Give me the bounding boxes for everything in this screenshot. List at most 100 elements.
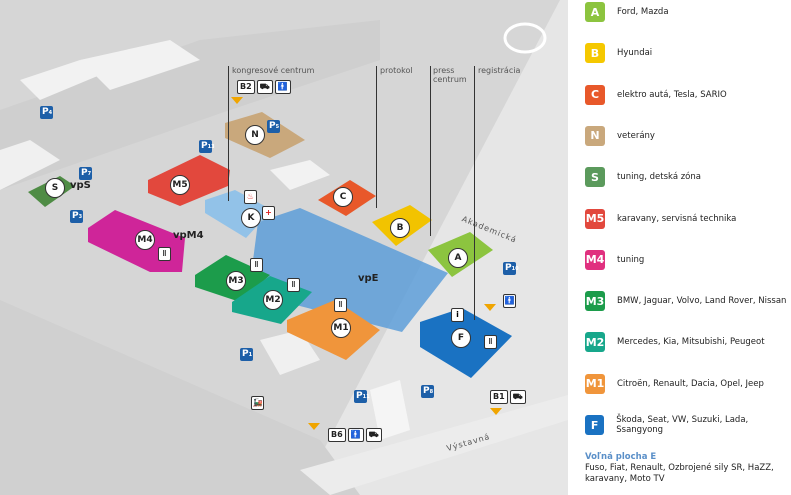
parking-number: 1 — [248, 352, 253, 358]
restaurant-icon: Ⅱ — [334, 298, 347, 312]
toilet-icon: 🚹 — [274, 80, 291, 94]
legend-label: BMW, Jaguar, Volvo, Land Rover, Nissan — [617, 296, 787, 307]
parking-number: 7 — [87, 171, 92, 177]
pointer-line-kongres — [228, 66, 229, 201]
legend-badge: B — [585, 43, 605, 64]
label-press-centrum: press centrum — [433, 66, 467, 84]
entrance-arrow-icon — [490, 408, 502, 415]
legend-label: Ford, Mazda — [617, 7, 669, 17]
hall-marker-C[interactable]: C — [333, 187, 353, 207]
parking-P8[interactable]: P8 — [421, 385, 434, 398]
hall-marker-S[interactable]: S — [45, 178, 65, 198]
hall-marker-K[interactable]: K — [241, 208, 261, 228]
hall-marker-M2[interactable]: M2 — [263, 290, 283, 310]
restaurant-icon: Ⅱ — [158, 247, 171, 261]
parking-P10[interactable]: P10 — [503, 262, 519, 275]
gate-B1[interactable]: B1⛟ — [490, 390, 526, 404]
restaurant-icon: Ⅱ — [250, 258, 263, 272]
area-label-vpE: vpE — [358, 273, 379, 284]
legend-badge: M1 — [585, 373, 605, 394]
parking-P7[interactable]: P7 — [79, 167, 92, 180]
legend-badge: M3 — [585, 291, 605, 312]
restaurant-icon: Ⅱ — [287, 278, 300, 292]
free-area-text: Fuso, Fiat, Renault, Ozbrojené sily SR, … — [585, 463, 774, 484]
first-aid-icon: + — [262, 206, 275, 220]
parking-letter: P — [42, 107, 49, 117]
parking-letter: P — [423, 386, 430, 396]
legend-label: Hyundai — [617, 48, 653, 59]
legend-badge: M2 — [585, 332, 605, 353]
entrance-arrow-icon — [231, 97, 243, 104]
parking-letter: P — [72, 211, 79, 221]
legend-item-M2: M2 Mercedes, Kia, Mitsubishi, Peugeot — [585, 332, 765, 353]
label-kongresove-centrum: kongresové centrum — [232, 66, 315, 75]
hall-N — [225, 112, 305, 158]
legend-label: Škoda, Seat, VW, Suzuki, Lada, Ssangyong — [616, 415, 749, 435]
parking-P11[interactable]: P11 — [354, 390, 370, 403]
parking-number: 8 — [429, 389, 434, 395]
parking-letter: P — [356, 391, 363, 401]
entrance-arrow-icon — [308, 423, 320, 430]
info-icon: i — [451, 308, 464, 322]
free-area-note: Voľná plocha E Fuso, Fiat, Renault, Ozbr… — [585, 452, 785, 485]
train-icon: 🚂 — [251, 396, 264, 410]
pointer-line-protokol — [376, 66, 377, 208]
parking-number: 3 — [78, 214, 83, 220]
car-icon: ⛟ — [365, 428, 382, 442]
car-icon: ⛟ — [256, 80, 273, 94]
hall-marker-A[interactable]: A — [448, 248, 468, 268]
car-icon: ⛟ — [509, 390, 526, 404]
label-registracia: registrácia — [478, 66, 521, 75]
legend-badge: S — [585, 167, 605, 188]
parking-P3[interactable]: P3 — [70, 210, 83, 223]
hall-marker-M3[interactable]: M3 — [226, 271, 246, 291]
legend-label: veterány — [617, 130, 655, 141]
gate-label: B6 — [328, 428, 346, 442]
parking-letter: P — [505, 263, 512, 273]
pointer-line-press — [430, 66, 431, 236]
parking-letter: P — [269, 121, 276, 131]
parking-P5[interactable]: P5 — [267, 120, 280, 133]
parking-number: 13 — [207, 144, 215, 150]
legend-item-B: B Hyundai — [585, 43, 653, 64]
gate-B2[interactable]: B2⛟🚹 — [237, 80, 291, 94]
label-protokol: protokol — [380, 66, 413, 75]
parking-number: 11 — [362, 394, 370, 400]
legend-label: Mercedes, Kia, Mitsubishi, Peugeot — [617, 337, 765, 348]
parking-number: 5 — [275, 124, 280, 130]
legend-label: elektro autá, Tesla, SARIO — [617, 89, 727, 100]
toilet-icon: 🚹 — [503, 294, 516, 308]
pointer-line-registracia — [474, 66, 475, 320]
hall-marker-N[interactable]: N — [245, 125, 265, 145]
area-label-vpS: vpS — [70, 180, 91, 191]
hall-marker-F[interactable]: F — [451, 328, 471, 348]
hall-marker-B[interactable]: B — [390, 218, 410, 238]
legend-badge: C — [585, 84, 605, 105]
gate-B6[interactable]: B6🚹⛟ — [328, 428, 382, 442]
parking-P1[interactable]: P1 — [240, 348, 253, 361]
legend-item-M3: M3 BMW, Jaguar, Volvo, Land Rover, Nissan — [585, 291, 787, 312]
hall-marker-M5[interactable]: M5 — [170, 175, 190, 195]
exhibition-map: N M5 S M4 K C B A M3 M2 M1 F vpS vpM4 vp… — [0, 0, 568, 495]
hall-marker-M4[interactable]: M4 — [135, 230, 155, 250]
fire-icon: ♨ — [244, 190, 257, 204]
parking-P13[interactable]: P13 — [199, 140, 215, 153]
legend-badge: M5 — [585, 208, 605, 229]
parking-P4[interactable]: P4 — [40, 106, 53, 119]
parking-letter: P — [201, 141, 208, 151]
legend-label: tuning — [617, 254, 645, 265]
free-area-title: Voľná plocha E — [585, 452, 657, 462]
parking-letter: P — [81, 168, 88, 178]
parking-number: 10 — [511, 266, 519, 272]
legend-badge: N — [585, 125, 605, 146]
gate-label: B1 — [490, 390, 508, 404]
legend-label: tuning, detská zóna — [617, 172, 701, 183]
area-label-vpM4: vpM4 — [173, 230, 204, 241]
hall-marker-M1[interactable]: M1 — [331, 318, 351, 338]
